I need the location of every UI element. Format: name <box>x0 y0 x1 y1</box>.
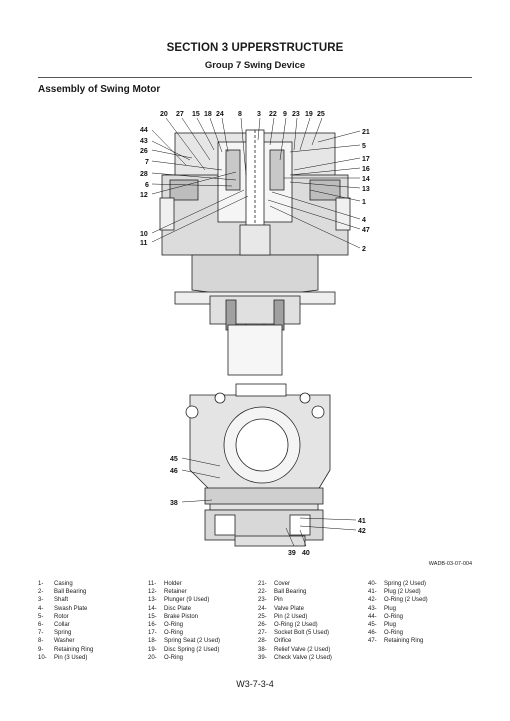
list-item: 16-O-Ring <box>148 622 184 629</box>
list-item: 43-Plug <box>368 605 397 612</box>
list-item: 22-Ball Bearing <box>258 589 307 596</box>
callout-9: 9 <box>283 111 287 118</box>
callout-12: 12 <box>140 192 148 199</box>
callout-44: 44 <box>140 127 148 134</box>
page-number: W3-7-3-4 <box>236 679 274 689</box>
callout-47: 47 <box>362 227 370 234</box>
bottom-view <box>185 383 331 547</box>
list-item: 9-Retaining Ring <box>38 646 94 653</box>
list-item: 1-Casing <box>38 581 73 587</box>
section-view <box>159 129 351 376</box>
list-item: 21-Cover <box>258 581 291 587</box>
callout-25: 25 <box>317 111 325 118</box>
callout-39: 39 <box>288 550 296 557</box>
parts-list-column-3: 21-Cover 22-Ball Bearing 23-Pin 24-Valve… <box>258 580 332 662</box>
list-item: 4-Swash Plate <box>38 605 88 612</box>
list-item: 14-Disc Plate <box>148 605 192 612</box>
callout-41: 41 <box>358 518 366 525</box>
list-item: 11-Holder <box>148 581 182 587</box>
list-item: 10-Pin (3 Used) <box>38 654 88 661</box>
list-item: 18-Spring Seat (2 Used) <box>148 638 221 645</box>
callout-22: 22 <box>269 111 277 118</box>
list-item: 25-Pin (2 Used) <box>258 613 308 620</box>
callout-15: 15 <box>192 111 200 118</box>
callout-13: 13 <box>362 186 370 193</box>
list-item: 45-Plug <box>368 622 397 629</box>
section-title: SECTION 3 UPPERSTRUCTURE <box>166 42 344 54</box>
list-item: 44-O-Ring <box>368 613 404 620</box>
list-item: 6-Collar <box>38 622 70 629</box>
callout-7: 7 <box>145 159 149 166</box>
callout-21: 21 <box>362 129 370 136</box>
callout-labels: 20 27 15 18 24 8 3 22 9 23 19 25 44 43 2… <box>140 111 370 557</box>
callout-11: 11 <box>140 240 148 247</box>
callout-4: 4 <box>362 217 366 224</box>
callout-42: 42 <box>358 528 366 535</box>
list-item: 24-Valve Plate <box>258 605 304 612</box>
callout-18: 18 <box>204 111 212 118</box>
callout-19: 19 <box>305 111 313 118</box>
callout-43: 43 <box>140 138 148 145</box>
list-item: 2-Ball Bearing <box>38 589 87 596</box>
list-item: 20-O-Ring <box>148 654 184 661</box>
list-item: 7-Spring <box>38 630 72 637</box>
callout-46: 46 <box>170 468 178 475</box>
assembly-title: Assembly of Swing Motor <box>38 84 161 95</box>
callout-27: 27 <box>176 111 184 118</box>
callout-23: 23 <box>292 111 300 118</box>
callout-6: 6 <box>145 182 149 189</box>
callout-1: 1 <box>362 199 366 206</box>
list-item: 46-O-Ring <box>368 630 404 637</box>
callout-8: 8 <box>238 111 242 118</box>
callout-5: 5 <box>362 143 366 150</box>
leader-lines <box>151 117 361 547</box>
list-item: 15-Brake Piston <box>148 613 199 620</box>
list-item: 41-Plug (2 Used) <box>368 589 421 596</box>
list-item: 23-Pin <box>258 597 283 604</box>
header-divider <box>38 77 472 78</box>
callout-28: 28 <box>140 171 148 178</box>
list-item: 12-Retainer <box>148 589 187 596</box>
parts-list-column-4: 40-Spring (2 Used) 41-Plug (2 Used) 42-O… <box>368 580 428 646</box>
list-item: 19-Disc Spring (2 Used) <box>148 646 220 653</box>
callout-24: 24 <box>216 111 224 118</box>
figure-code: WADB-03-07-004 <box>428 561 472 567</box>
callout-38: 38 <box>170 500 178 507</box>
callout-2: 2 <box>362 246 366 253</box>
list-item: 5-Rotor <box>38 613 69 620</box>
list-item: 17-O-Ring <box>148 630 184 637</box>
callout-16: 16 <box>362 166 370 173</box>
callout-17: 17 <box>362 156 370 163</box>
list-item: 3-Shaft <box>38 597 69 604</box>
list-item: 39-Check Valve (2 Used) <box>258 654 332 661</box>
list-item: 42-O-Ring (2 Used) <box>368 597 428 604</box>
parts-list-column-1: 1-Casing 2-Ball Bearing 3-Shaft 4-Swash … <box>38 580 93 662</box>
callout-40: 40 <box>302 550 310 557</box>
list-item: 27-Socket Bolt (5 Used) <box>258 630 330 637</box>
callout-3: 3 <box>257 111 261 118</box>
callout-14: 14 <box>362 176 370 183</box>
group-title: Group 7 Swing Device <box>204 60 306 71</box>
callout-10: 10 <box>140 231 148 238</box>
list-item: 26-O-Ring (2 Used) <box>258 622 318 629</box>
list-item: 40-Spring (2 Used) <box>368 581 427 587</box>
callout-26: 26 <box>140 148 148 155</box>
list-item: 8-Washer <box>38 638 75 645</box>
callout-45: 45 <box>170 456 178 463</box>
list-item: 13-Plunger (9 Used) <box>148 597 210 604</box>
list-item: 38-Relief Valve (2 Used) <box>258 646 331 653</box>
list-item: 28-Orifice <box>258 638 292 645</box>
callout-20: 20 <box>160 111 168 118</box>
list-item: 47-Retaining Ring <box>368 638 424 645</box>
relief-valve-outline <box>204 487 324 505</box>
parts-list-column-2: 11-Holder 12-Retainer 13-Plunger (9 Used… <box>148 580 220 662</box>
